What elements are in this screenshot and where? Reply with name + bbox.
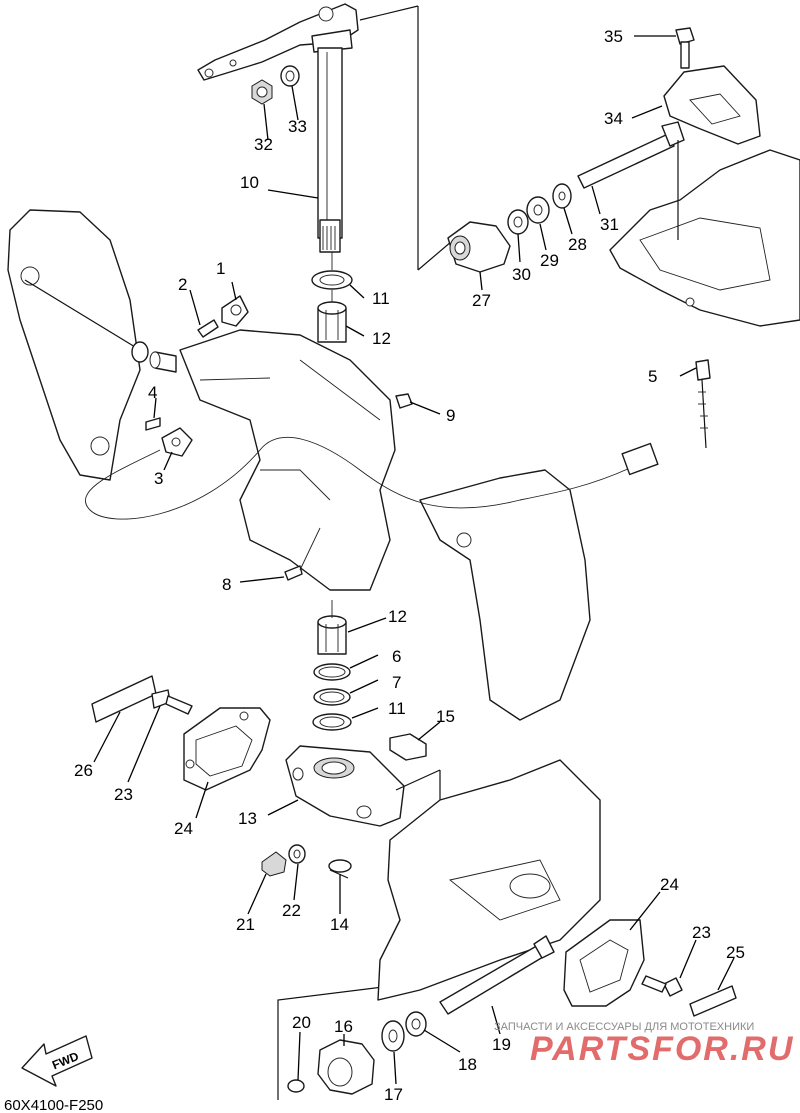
plate-25: [689, 985, 737, 1017]
callout-8: 8: [222, 575, 231, 594]
clamp-1: [221, 295, 249, 327]
callout-26: 26: [74, 761, 93, 780]
callout-4: 4: [148, 383, 157, 402]
callout-12-lower: 12: [388, 607, 407, 626]
callout-19: 19: [492, 1035, 511, 1054]
callout-27: 27: [472, 291, 491, 310]
cable-tie-5: [695, 359, 711, 449]
watermark-brand: PARTSFOR.RU: [530, 1030, 794, 1068]
callout-17: 17: [384, 1085, 403, 1104]
cover-24-right: [563, 919, 645, 1007]
callout-21: 21: [236, 915, 255, 934]
nut-21: [261, 851, 287, 877]
callout-23-left: 23: [114, 785, 133, 804]
callout-15: 15: [436, 707, 455, 726]
washer-11-top: [311, 270, 353, 290]
fwd-arrow-icon: FWD: [21, 1035, 93, 1087]
callout-33: 33: [288, 117, 307, 136]
mount-27: [447, 221, 511, 273]
callout-16: 16: [334, 1017, 353, 1036]
steering-arm: [197, 3, 359, 81]
bushing-12-lower: [317, 615, 347, 655]
swivel-bracket: [7, 209, 591, 721]
transom-plate: [609, 149, 800, 327]
grommet-9: [395, 393, 413, 409]
callout-23-right: 23: [692, 923, 711, 942]
leader-lines: [93, 35, 735, 1085]
callout-3: 3: [154, 469, 163, 488]
callout-2: 2: [178, 275, 187, 294]
callout-35: 35: [604, 27, 623, 46]
callout-13: 13: [238, 809, 257, 828]
watermark-caption: ЗАПЧАСТИ И АКСЕССУАРЫ ДЛЯ МОТОТЕХНИКИ: [494, 1021, 754, 1033]
lower-mount-13: [285, 745, 405, 827]
washer-33: [280, 65, 300, 87]
nut-20: [287, 1079, 305, 1093]
connector: [621, 442, 659, 476]
callout-5: 5: [648, 367, 657, 386]
bolt-23-left: [151, 689, 193, 715]
cover-24-left: [183, 707, 271, 791]
callout-34: 34: [604, 109, 623, 128]
steering-shaft: [317, 47, 343, 253]
bracket-34: [663, 65, 761, 145]
screw-8: [284, 527, 321, 581]
callout-24-right: 24: [660, 875, 679, 894]
bolt-2: [197, 319, 219, 338]
plate-26: [91, 675, 157, 723]
bolt-23-right: [641, 975, 683, 997]
callout-6: 6: [392, 647, 401, 666]
callout-labels: 1 2 3 4 5 6 7 8 9 10 11 11 12 12 13 14 1…: [74, 27, 745, 1104]
callout-7: 7: [392, 673, 401, 692]
callout-29: 29: [540, 251, 559, 270]
callout-30: 30: [512, 265, 531, 284]
callout-24-left: 24: [174, 819, 193, 838]
callout-22: 22: [282, 901, 301, 920]
cap-15: [389, 733, 427, 761]
clip-14: [328, 859, 352, 879]
callout-11-top: 11: [372, 289, 390, 308]
callout-20: 20: [292, 1013, 311, 1032]
callout-18: 18: [458, 1055, 477, 1074]
nut-32: [251, 79, 273, 105]
callout-32: 32: [254, 135, 273, 154]
screw-4: [145, 417, 161, 431]
callout-11-lower: 11: [388, 699, 406, 718]
callout-10: 10: [240, 173, 259, 192]
bushing-12-top: [317, 301, 347, 343]
callout-28: 28: [568, 235, 587, 254]
callout-9: 9: [446, 406, 455, 425]
bolt-19: [439, 935, 555, 1015]
figure-code: 60X4100-F250: [4, 1097, 103, 1113]
mount-16: [317, 1039, 375, 1095]
callout-14: 14: [330, 915, 349, 934]
callout-1: 1: [216, 259, 225, 278]
bolt-35: [675, 27, 695, 69]
bolt-31: [577, 121, 685, 189]
callout-12-top: 12: [372, 329, 391, 348]
callout-31: 31: [600, 215, 619, 234]
wire-harness: [85, 436, 631, 520]
callout-25: 25: [726, 943, 745, 962]
sensor-3: [161, 427, 193, 457]
